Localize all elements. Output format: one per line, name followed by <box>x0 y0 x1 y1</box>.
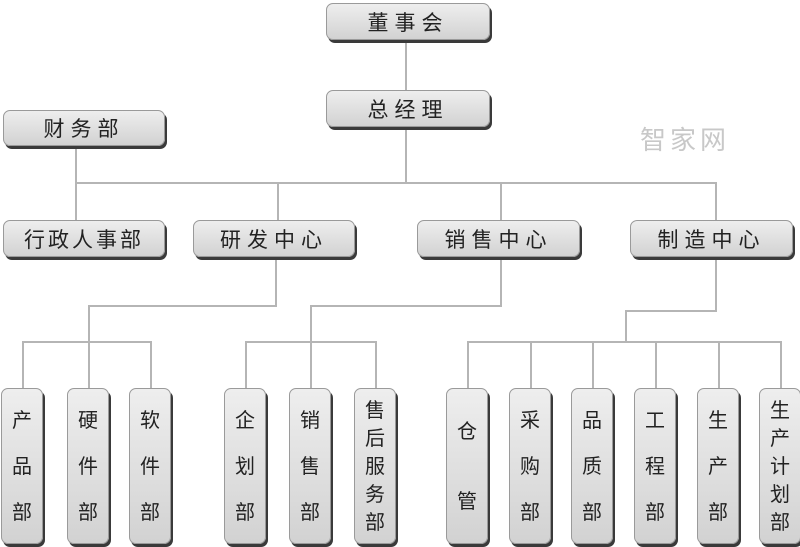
node-manufacturing-center: 制造中心 <box>630 220 793 257</box>
connector <box>22 341 24 389</box>
node-department-label: 软件部 <box>140 408 160 524</box>
node-department-label: 企划部 <box>235 408 255 524</box>
node-department: 仓管 <box>446 388 488 544</box>
node-department-label: 仓管 <box>457 419 477 513</box>
connector <box>375 341 377 389</box>
node-department-label: 销售部 <box>300 408 320 524</box>
connector <box>500 257 502 307</box>
node-department-label: 售后服务部 <box>365 398 385 534</box>
watermark: 智家网 <box>640 126 731 156</box>
connector <box>625 310 717 312</box>
node-sales-center: 销售中心 <box>417 220 580 257</box>
connector <box>467 341 469 389</box>
connector <box>467 341 782 343</box>
node-department: 工程部 <box>634 388 676 544</box>
node-department-label: 产品部 <box>12 408 32 524</box>
connector <box>715 182 717 220</box>
connector <box>277 182 279 220</box>
node-department-label: 工程部 <box>645 408 665 524</box>
connector <box>22 341 152 343</box>
connector <box>310 341 312 389</box>
connector <box>150 341 152 389</box>
connector <box>310 305 312 342</box>
connector <box>75 146 77 220</box>
node-department-label: 品质部 <box>582 408 602 524</box>
node-department: 产品部 <box>1 388 43 544</box>
connector <box>655 341 657 389</box>
node-department: 软件部 <box>129 388 171 544</box>
connector <box>625 310 627 342</box>
connector <box>530 341 532 389</box>
connector <box>500 182 502 220</box>
node-department-label: 采购部 <box>520 408 540 524</box>
connector <box>718 341 720 389</box>
node-general-manager: 总经理 <box>326 90 490 127</box>
connector <box>592 341 594 389</box>
connector <box>88 341 90 389</box>
node-finance: 财务部 <box>3 110 165 146</box>
node-department: 品质部 <box>571 388 613 544</box>
node-department-label: 硬件部 <box>78 408 98 524</box>
node-board: 董事会 <box>326 3 490 40</box>
node-department: 企划部 <box>224 388 266 544</box>
connector <box>715 257 717 312</box>
connector <box>75 182 717 184</box>
node-department: 采购部 <box>509 388 551 544</box>
connector <box>245 341 247 389</box>
node-admin-hr: 行政人事部 <box>3 220 165 257</box>
node-department: 硬件部 <box>67 388 109 544</box>
connector <box>88 305 277 307</box>
connector <box>780 341 782 389</box>
node-department: 销售部 <box>289 388 331 544</box>
connector <box>405 127 407 184</box>
connector <box>88 305 90 342</box>
connector <box>405 40 407 90</box>
node-department: 售后服务部 <box>354 388 396 544</box>
connector <box>310 305 502 307</box>
node-department: 生产部 <box>697 388 739 544</box>
node-rnd-center: 研发中心 <box>193 220 355 257</box>
node-department: 生产计划部 <box>759 388 800 544</box>
node-department-label: 生产部 <box>708 408 728 524</box>
node-department-label: 生产计划部 <box>770 398 790 534</box>
connector <box>275 257 277 307</box>
